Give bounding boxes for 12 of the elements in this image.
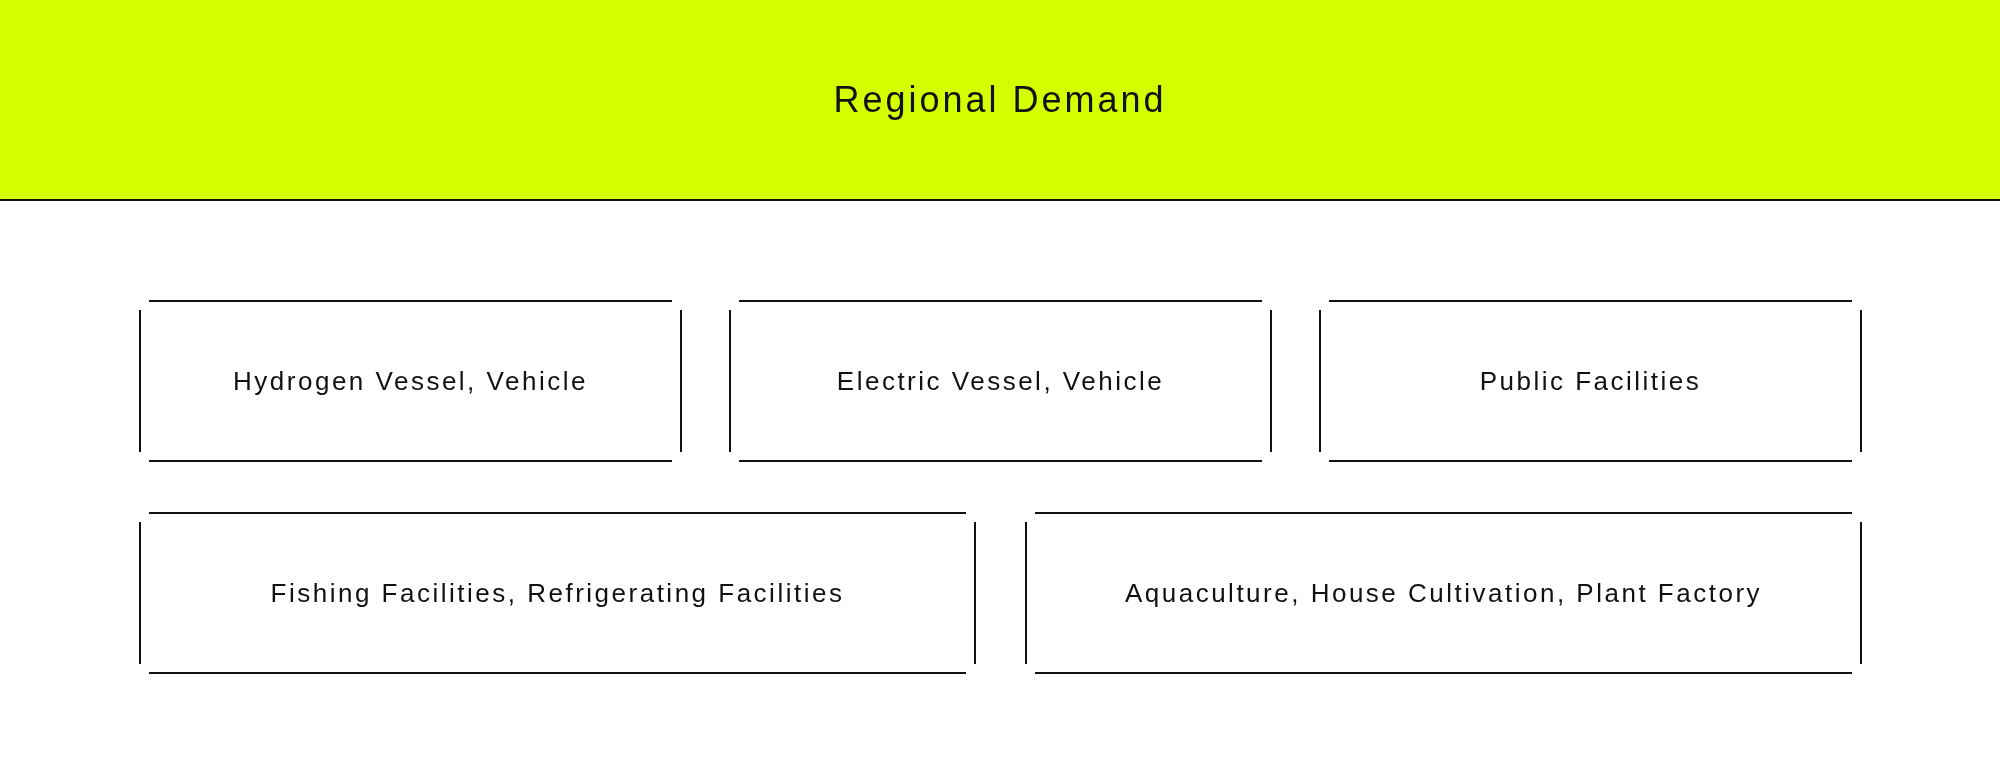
category-box [139, 512, 976, 674]
category-box [1319, 300, 1862, 462]
header-title: Regional Demand [833, 78, 1167, 121]
category-box [729, 300, 1272, 462]
box-label: Public Facilities [1479, 365, 1702, 397]
box-label: Hydrogen Vessel, Vehicle [233, 365, 588, 397]
box-label: Aquaculture, House Cultivation, Plant Factory [1124, 577, 1763, 609]
category-box [1025, 512, 1862, 674]
box-label: Electric Vessel, Vehicle [836, 365, 1165, 397]
box-label: Fishing Facilities, Refrigerating Facilities [270, 577, 845, 609]
category-box [139, 300, 682, 462]
header-band [0, 0, 2000, 201]
